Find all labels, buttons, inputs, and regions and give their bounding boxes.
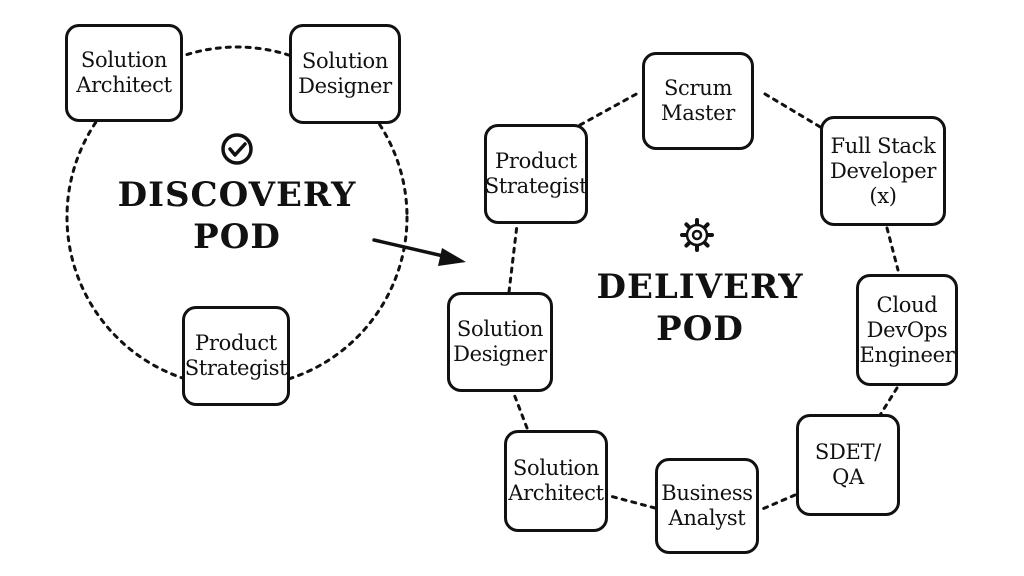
discovery-node-solution-architect[interactable]: Solution Architect: [65, 24, 183, 122]
delivery-node-scrum-master[interactable]: Scrum Master: [642, 52, 754, 150]
delivery-node-business-analyst[interactable]: Business Analyst: [655, 458, 759, 554]
delivery-ring: [507, 90, 900, 512]
delivery-node-full-stack-developer[interactable]: Full Stack Developer (x): [820, 116, 946, 226]
delivery-pod-title: DELIVERY POD: [596, 267, 804, 349]
discovery-node-product-strategist[interactable]: Product Strategist: [182, 306, 290, 406]
discovery-ring: [65, 45, 409, 389]
delivery-node-sdet-qa[interactable]: SDET/ QA: [796, 414, 900, 516]
check-circle-icon: [221, 133, 253, 165]
delivery-node-cloud-devops-engineer[interactable]: Cloud DevOps Engineer: [856, 274, 958, 386]
delivery-node-solution-architect[interactable]: Solution Architect: [504, 430, 608, 532]
arrow-right-icon: [372, 238, 466, 266]
delivery-node-solution-designer[interactable]: Solution Designer: [447, 292, 553, 392]
discovery-pod-title: DISCOVERY POD: [117, 175, 357, 257]
delivery-node-product-strategist[interactable]: Product Strategist: [484, 124, 588, 224]
discovery-node-solution-designer[interactable]: Solution Designer: [289, 24, 401, 124]
gear-icon: [680, 218, 714, 252]
